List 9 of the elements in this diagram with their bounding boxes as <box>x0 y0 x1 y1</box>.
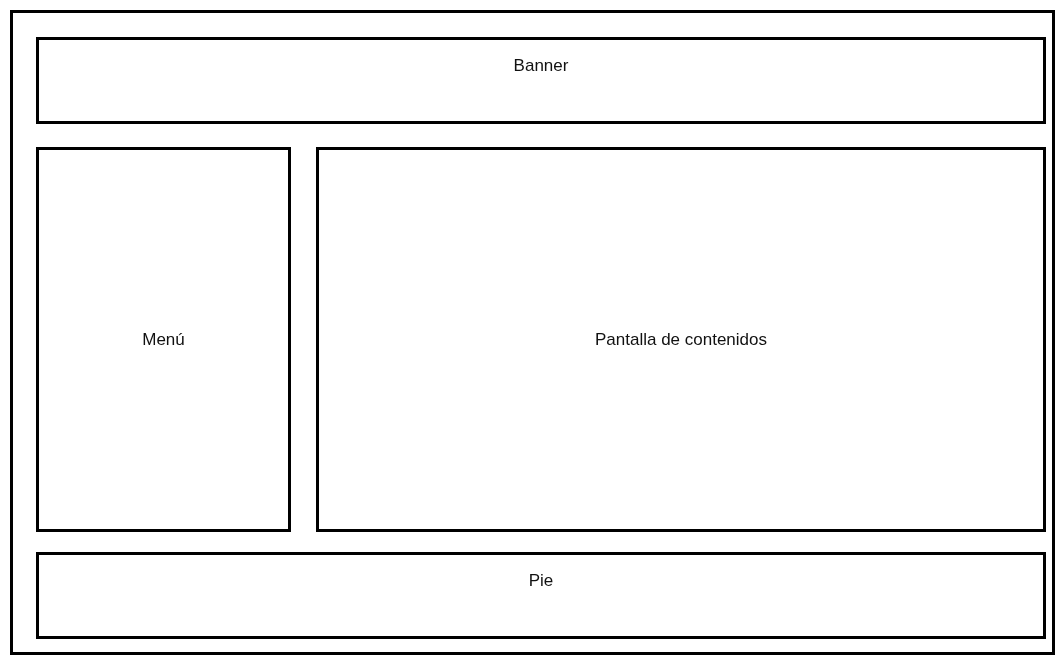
area-label: Pie <box>528 571 554 591</box>
banner-area <box>36 37 1046 124</box>
area-label: Pantalla de contenidos <box>595 329 767 350</box>
area-label: Menú <box>142 329 185 350</box>
area-label: Banner <box>513 56 569 76</box>
content-panel <box>316 147 1046 532</box>
page-frame <box>10 10 1055 655</box>
menu-panel <box>36 147 291 532</box>
footer-area <box>36 552 1046 639</box>
